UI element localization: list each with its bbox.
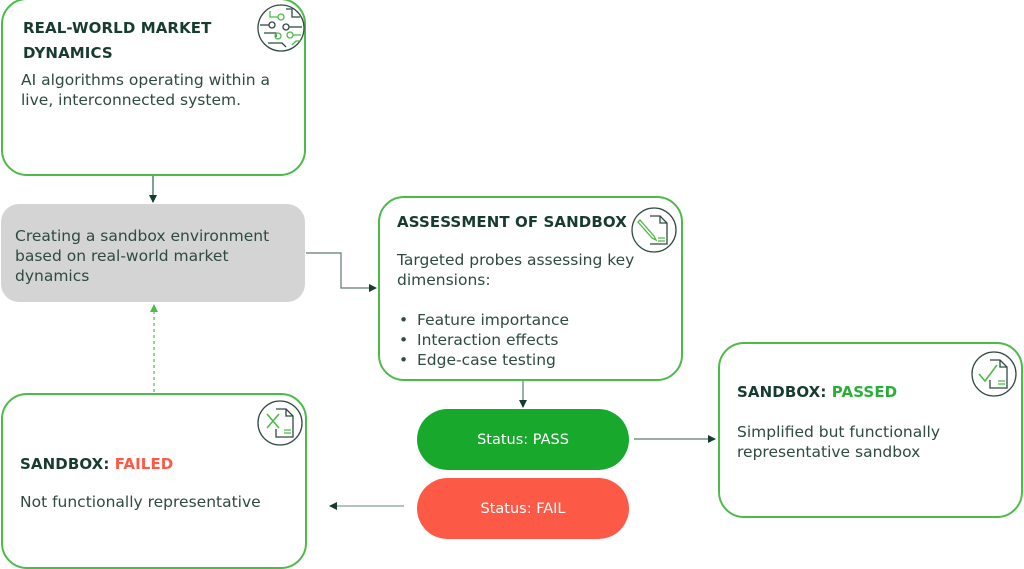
status-fail-button[interactable]: Status: FAIL [417,478,629,539]
bullet-item: Interaction effects [397,330,667,350]
market-dynamics-description: AI algorithms operating within a live, i… [21,71,271,109]
status-pass-button[interactable]: Status: PASS [417,409,629,470]
document-check-icon [971,351,1017,397]
create-sandbox-node: Creating a sandbox environment based on … [1,204,305,302]
bullet-item: Feature importance [397,310,667,330]
assessment-description: Targeted probes assessing key dimensions… [397,251,635,289]
sandbox-failed-node: SANDBOX: FAILED Not functionally represe… [1,393,307,569]
assessment-bullet-list: Feature importance Interaction effects E… [397,310,667,370]
sandbox-passed-title: SANDBOX: PASSED [737,383,898,401]
assessment-node: ASSESSMENT OF SANDBOX Targeted probes as… [378,196,683,381]
circuit-icon [257,4,305,52]
create-sandbox-description: Creating a sandbox environment based on … [15,227,270,285]
sandbox-passed-description: Simplified but functionally representati… [737,423,941,461]
sandbox-passed-node: SANDBOX: PASSED Simplified but functiona… [718,342,1023,518]
document-x-icon [257,400,303,446]
market-dynamics-title: REAL-WORLD MARKET DYNAMICS [23,19,212,62]
market-dynamics-node: REAL-WORLD MARKET DYNAMICS AI algorithms… [1,0,306,176]
document-pencil-icon [631,207,677,253]
edge-sandbox-to-assessment [306,252,377,292]
status-fail-label: Status: FAIL [480,500,566,517]
assessment-title: ASSESSMENT OF SANDBOX [397,213,627,231]
failed-status-text: FAILED [114,455,174,473]
sandbox-failed-title: SANDBOX: FAILED [20,455,174,473]
passed-status-text: PASSED [831,383,898,401]
sandbox-failed-description: Not functionally representative [20,493,261,511]
status-pass-label: Status: PASS [477,431,569,448]
bullet-item: Edge-case testing [397,350,667,370]
